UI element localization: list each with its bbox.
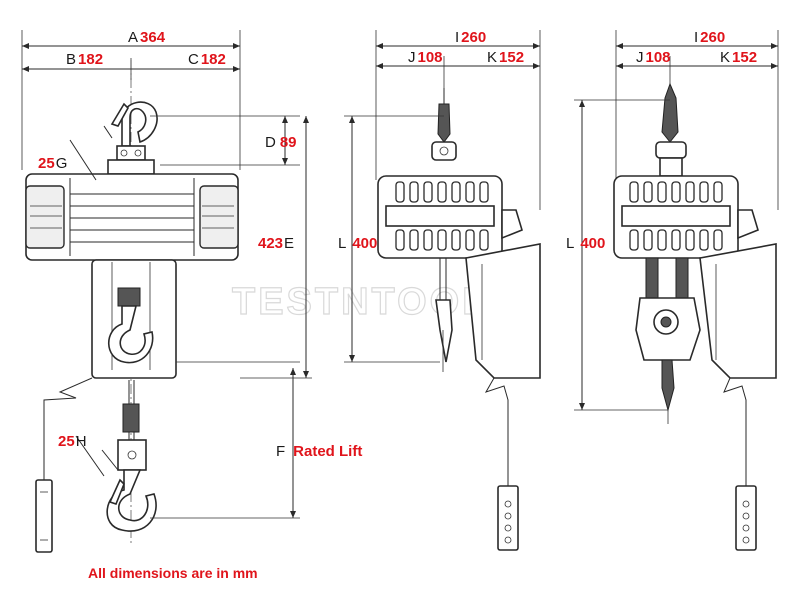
side2-trolley (635, 257, 701, 424)
inner-hook (108, 287, 154, 364)
dim-e-label: 423E (258, 235, 294, 252)
side-control-box (465, 243, 541, 551)
pendant-control (35, 377, 93, 553)
watermark: TESTNTOOLS (232, 281, 517, 323)
side-chain-hook (435, 258, 453, 372)
load-chain (122, 380, 140, 440)
motor-body (25, 173, 239, 261)
top-hook (107, 101, 158, 175)
side2-top-hook (655, 82, 687, 177)
dim-h-label: 25H (58, 433, 87, 450)
side2-control-box (699, 243, 777, 551)
side-top-hook (431, 88, 457, 161)
units-note: All dimensions are in mm (88, 565, 258, 581)
dimension-line-g (69, 139, 97, 181)
bottom-hook (106, 439, 157, 532)
dim-g-label: 25G (38, 155, 67, 172)
side-housing (377, 175, 523, 259)
dimension-line-h (75, 435, 105, 477)
side2-housing (613, 175, 759, 259)
